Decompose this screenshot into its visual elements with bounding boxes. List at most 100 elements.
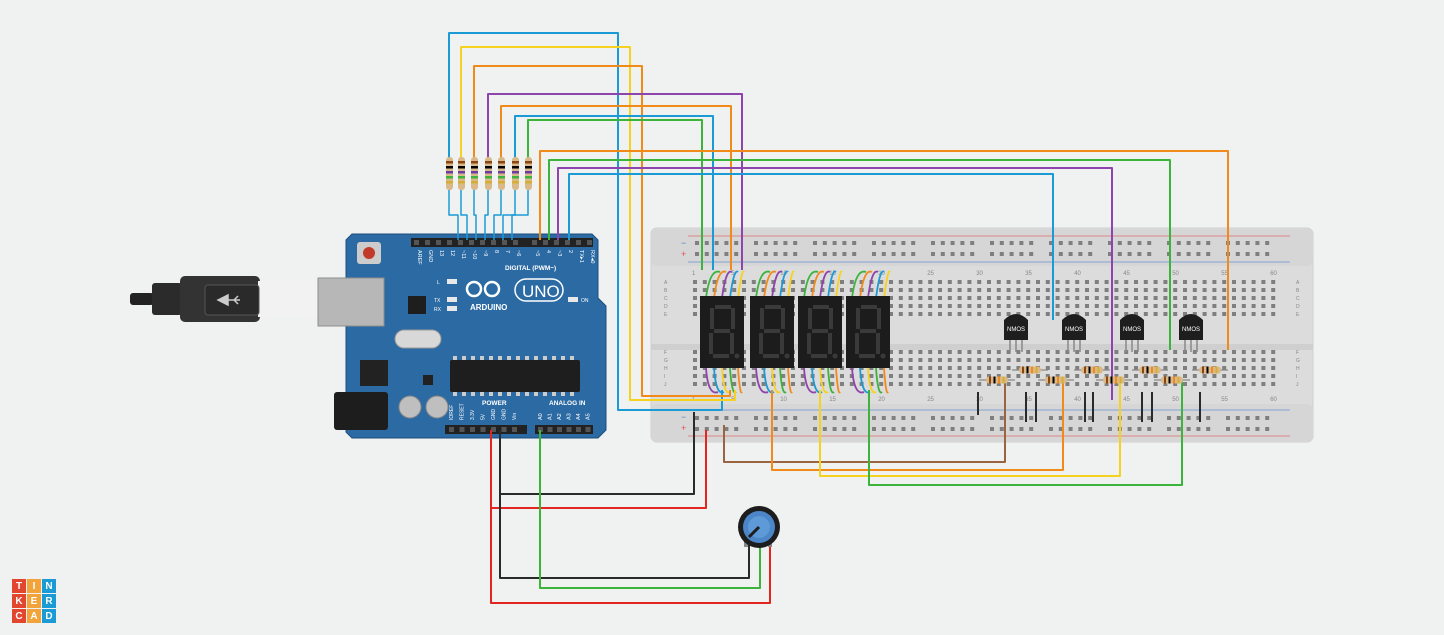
rail-hole[interactable]	[724, 416, 729, 420]
breadboard-hole[interactable]	[1232, 288, 1236, 292]
rail-hole[interactable]	[832, 241, 837, 245]
breadboard-hole[interactable]	[987, 296, 991, 300]
breadboard-hole[interactable]	[1153, 350, 1158, 354]
breadboard-hole[interactable]	[889, 304, 893, 308]
breadboard-hole[interactable]	[1085, 296, 1089, 300]
header-pin[interactable]	[491, 427, 496, 432]
breadboard-hole[interactable]	[1134, 304, 1138, 308]
resistor[interactable]	[1154, 376, 1190, 384]
breadboard-hole[interactable]	[1241, 366, 1246, 370]
digit-jumper-wire[interactable]	[771, 367, 781, 394]
breadboard-hole[interactable]	[1134, 366, 1138, 370]
rail-hole[interactable]	[813, 416, 817, 420]
breadboard-hole[interactable]	[1202, 382, 1207, 386]
breadboard-hole[interactable]	[751, 382, 756, 386]
breadboard-hole[interactable]	[1124, 288, 1129, 292]
breadboard-hole[interactable]	[1085, 288, 1089, 292]
breadboard-hole[interactable]	[1016, 296, 1021, 300]
rail-hole[interactable]	[931, 252, 935, 256]
header-pin[interactable]	[447, 240, 452, 245]
resistor[interactable]	[1038, 376, 1074, 384]
breadboard-hole[interactable]	[840, 374, 844, 378]
breadboard-hole[interactable]	[918, 350, 923, 354]
rail-hole[interactable]	[724, 241, 729, 245]
breadboard-hole[interactable]	[1036, 374, 1040, 378]
breadboard-hole[interactable]	[1261, 358, 1266, 362]
breadboard-hole[interactable]	[1026, 312, 1031, 316]
rail-hole[interactable]	[763, 416, 768, 420]
breadboard-hole[interactable]	[1222, 350, 1227, 354]
rail-hole[interactable]	[1265, 427, 1270, 431]
breadboard-hole[interactable]	[957, 382, 962, 386]
breadboard-hole[interactable]	[987, 382, 991, 386]
breadboard-hole[interactable]	[1094, 312, 1099, 316]
digit-jumper-wire[interactable]	[755, 367, 769, 394]
breadboard-hole[interactable]	[1094, 288, 1099, 292]
power-header[interactable]	[445, 425, 527, 434]
breadboard-hole[interactable]	[1232, 304, 1236, 308]
breadboard-hole[interactable]	[1036, 358, 1040, 362]
header-pin[interactable]	[469, 240, 474, 245]
breadboard-hole[interactable]	[1183, 382, 1187, 386]
breadboard-hole[interactable]	[791, 382, 795, 386]
wire-black-pot[interactable]	[499, 494, 750, 579]
digit-jumper-wire[interactable]	[705, 367, 719, 394]
digit-jumper-wire[interactable]	[867, 367, 877, 394]
rail-hole[interactable]	[1068, 241, 1073, 245]
header-pin[interactable]	[513, 240, 518, 245]
breadboard-hole[interactable]	[1006, 280, 1011, 284]
rail-hole[interactable]	[714, 427, 719, 431]
breadboard-hole[interactable]	[1192, 280, 1197, 284]
breadboard-hole[interactable]	[967, 358, 972, 362]
rail-hole[interactable]	[872, 241, 876, 245]
breadboard-hole[interactable]	[1143, 350, 1148, 354]
rail-hole[interactable]	[960, 252, 965, 256]
breadboard-hole[interactable]	[1124, 382, 1129, 386]
digit-jumper-wire[interactable]	[851, 270, 867, 299]
wire-green-2[interactable]	[548, 159, 1171, 350]
breadboard-hole[interactable]	[1114, 312, 1119, 316]
rail-hole[interactable]	[1265, 241, 1270, 245]
breadboard-hole[interactable]	[1055, 382, 1060, 386]
rail-hole[interactable]	[695, 241, 699, 245]
rail-hole[interactable]	[1019, 416, 1024, 420]
rail-hole[interactable]	[704, 241, 709, 245]
rail-hole[interactable]	[754, 241, 758, 245]
breadboard-hole[interactable]	[1222, 366, 1227, 370]
rail-hole[interactable]	[960, 241, 965, 245]
breadboard-hole[interactable]	[898, 288, 903, 292]
digit-jumper-wire[interactable]	[827, 270, 837, 299]
breadboard-hole[interactable]	[1143, 296, 1148, 300]
wire-orange-2[interactable]	[500, 105, 732, 270]
breadboard-hole[interactable]	[1163, 374, 1168, 378]
digit-jumper-wire[interactable]	[803, 367, 817, 394]
resistor[interactable]	[471, 157, 478, 190]
rail-hole[interactable]	[1147, 241, 1152, 245]
breadboard-hole[interactable]	[1045, 296, 1050, 300]
breadboard-hole[interactable]	[1026, 296, 1031, 300]
breadboard-hole[interactable]	[810, 382, 815, 386]
breadboard-hole[interactable]	[1104, 382, 1109, 386]
breadboard-hole[interactable]	[889, 280, 893, 284]
breadboard-hole[interactable]	[947, 350, 952, 354]
breadboard-hole[interactable]	[849, 288, 854, 292]
breadboard-hole[interactable]	[1055, 288, 1060, 292]
rail-hole[interactable]	[1255, 427, 1260, 431]
rail-hole[interactable]	[1245, 427, 1250, 431]
breadboard-hole[interactable]	[1055, 350, 1060, 354]
breadboard-hole[interactable]	[1143, 358, 1148, 362]
rail-hole[interactable]	[901, 427, 906, 431]
breadboard-hole[interactable]	[938, 296, 942, 300]
breadboard-hole[interactable]	[918, 296, 923, 300]
wire-yellow-1[interactable]	[460, 46, 736, 401]
current-limiting-resistors[interactable]	[446, 157, 532, 190]
digit-jumper-wire[interactable]	[859, 270, 873, 299]
breadboard-hole[interactable]	[1183, 280, 1187, 284]
breadboard-hole[interactable]	[1065, 280, 1070, 284]
breadboard-hole[interactable]	[1271, 350, 1276, 354]
rail-hole[interactable]	[1196, 252, 1201, 256]
breadboard-hole[interactable]	[1055, 366, 1060, 370]
breadboard-hole[interactable]	[1271, 374, 1276, 378]
rail-hole[interactable]	[695, 416, 699, 420]
